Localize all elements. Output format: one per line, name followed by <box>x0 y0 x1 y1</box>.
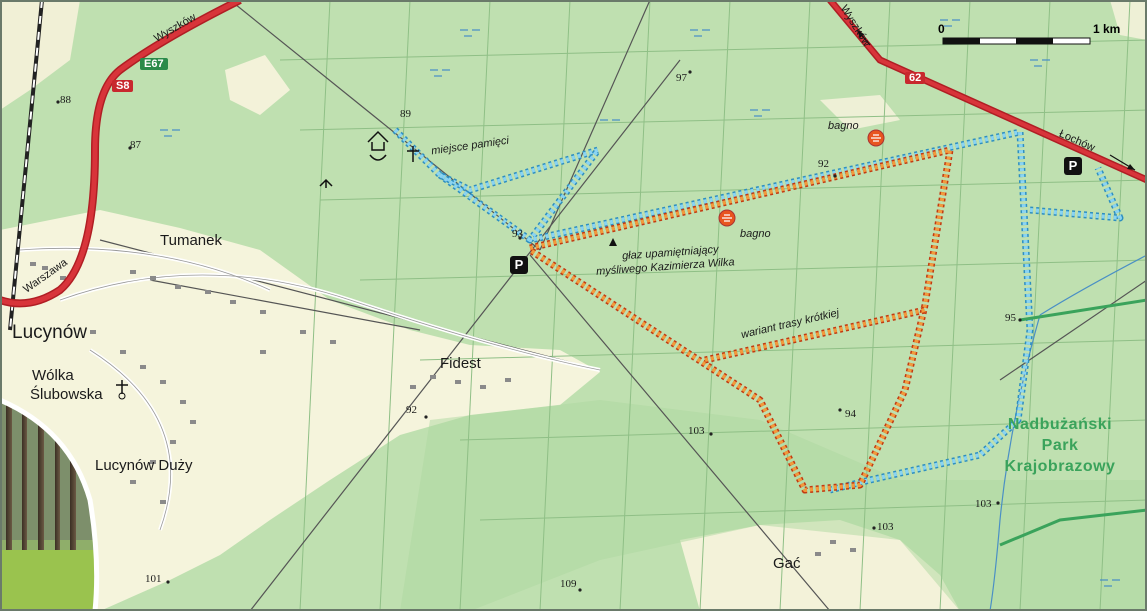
elevation-label: 103 <box>877 521 894 533</box>
memorial-icon <box>319 130 419 188</box>
elevation-label: 109 <box>560 578 577 590</box>
elevation-label: 87 <box>130 139 141 151</box>
elevation-label: 103 <box>688 425 705 437</box>
place-wolka: Wólka <box>32 367 74 384</box>
swamp-icon <box>867 129 885 147</box>
farmland-west <box>0 210 600 611</box>
church-icon <box>116 380 128 394</box>
place-gac: Gać <box>773 555 801 572</box>
place-tumanek: Tumanek <box>160 232 222 249</box>
park-label-line: Park <box>1041 437 1079 454</box>
place-wolka: Ślubowska <box>30 386 103 403</box>
railway <box>8 0 44 331</box>
park-label-line: Krajobrazowy <box>1004 458 1116 475</box>
place-lucynow-duzy: Lucynów Duży <box>95 457 193 474</box>
farmland-south <box>680 520 960 611</box>
elevation-label: 103 <box>975 498 992 510</box>
road-shield-e67: E67 <box>140 58 168 70</box>
label-swamp: bagno <box>740 228 771 240</box>
place-lucynow: Lucynów <box>12 322 87 343</box>
park-label-line: Nadbużański <box>1007 416 1113 433</box>
monument-icon <box>609 238 617 246</box>
elevation-label: 95 <box>1005 312 1016 324</box>
elevation-label: 88 <box>60 94 71 106</box>
elevation-label: 94 <box>845 408 856 420</box>
road-shield-s8: S8 <box>112 80 134 92</box>
parking-icon[interactable]: P <box>510 256 528 274</box>
forest-photo-inset <box>0 397 100 611</box>
scale-label-zero: 0 <box>938 22 945 36</box>
elevation-label: 89 <box>400 108 411 120</box>
elevation-label: 92 <box>406 404 417 416</box>
elevation-label: 101 <box>145 573 162 585</box>
elevation-label: 97 <box>676 72 687 84</box>
place-fidest: Fidest <box>440 355 481 372</box>
park-boundary <box>1019 298 1147 322</box>
elevation-label: 92 <box>818 158 829 170</box>
scale-bar <box>942 37 1091 45</box>
road-shield-62: 62 <box>905 72 926 84</box>
label-swamp: bagno <box>828 120 859 132</box>
parking-icon[interactable]: P <box>1064 157 1082 175</box>
farmland-north <box>0 0 80 110</box>
scale-label-end: 1 km <box>1093 22 1121 36</box>
swamp-icon <box>718 209 736 227</box>
elevation-label: 93 <box>512 228 523 240</box>
park-label: Nadbużański Park Krajobrazowy <box>985 414 1135 477</box>
